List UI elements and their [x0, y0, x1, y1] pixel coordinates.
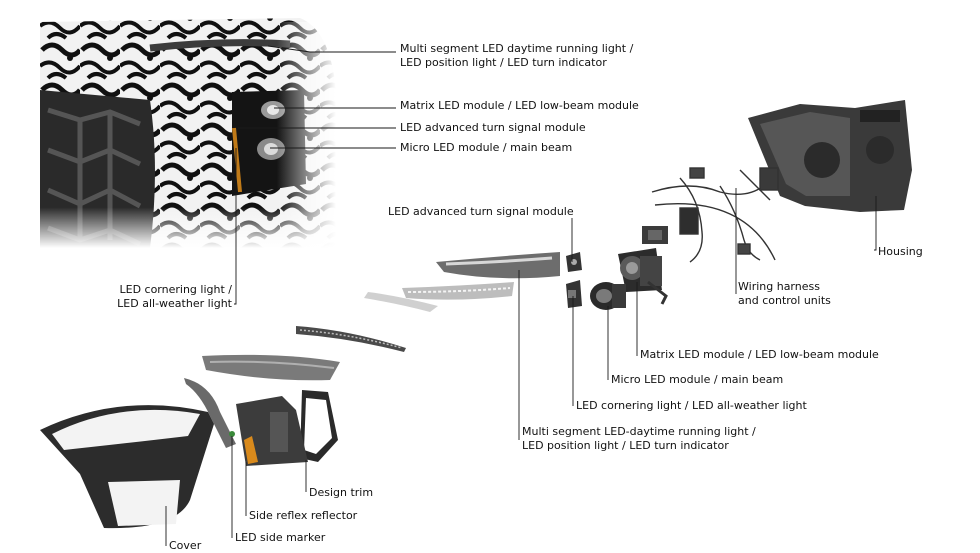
- label-cornering-top: LED cornering light / LED all-weather li…: [100, 283, 232, 311]
- label-turn-signal-top: LED advanced turn signal module: [400, 121, 586, 134]
- label-wiring-line1: Wiring harness: [738, 280, 820, 293]
- label-cornering-line1: LED cornering light /: [119, 283, 232, 296]
- control-unit-part: [642, 226, 668, 244]
- design-trim-part: [300, 390, 338, 462]
- label-matrix-top: Matrix LED module / LED low-beam module: [400, 99, 639, 112]
- label-wiring-line2: and control units: [738, 294, 831, 307]
- cornering-light-part: [566, 280, 582, 308]
- drl-light-guide-light: [364, 292, 438, 312]
- label-drl-top-line2: LED position light / LED turn indicator: [400, 56, 607, 69]
- housing-part: [748, 100, 912, 212]
- advanced-turn-signal-part: [566, 252, 582, 272]
- wiring-harness-part: [651, 167, 779, 263]
- led-strip-part: [296, 326, 406, 352]
- label-housing: Housing: [878, 245, 923, 258]
- label-drl-exploded-line2: LED position light / LED turn indicator: [522, 439, 729, 452]
- reflector-part: [202, 354, 340, 381]
- label-drl-top: Multi segment LED daytime running light …: [400, 42, 633, 70]
- label-drl-top-line1: Multi segment LED daytime running light …: [400, 42, 634, 55]
- label-cornering-exploded: LED cornering light / LED all-weather li…: [576, 399, 807, 412]
- label-cornering-line2: LED all-weather light: [117, 297, 232, 310]
- label-cover: Cover: [169, 539, 202, 552]
- label-side-marker: LED side marker: [235, 531, 326, 544]
- label-side-reflex: Side reflex reflector: [249, 509, 358, 522]
- label-wiring-harness: Wiring harness and control units: [738, 280, 831, 308]
- label-design-trim: Design trim: [309, 486, 374, 499]
- label-drl-exploded-line1: Multi segment LED-daytime running light …: [522, 425, 756, 438]
- label-turn-signal-exploded: LED advanced turn signal module: [388, 205, 574, 218]
- label-matrix-exploded: Matrix LED module / LED low-beam module: [640, 348, 879, 361]
- drl-light-guide-dark: [436, 252, 560, 279]
- label-micro-top: Micro LED module / main beam: [400, 141, 573, 154]
- side-reflex-housing-part: [236, 396, 308, 466]
- leader-lines: [165, 45, 877, 546]
- label-micro-exploded: Micro LED module / main beam: [611, 373, 784, 386]
- inner-bezel-part: [184, 378, 236, 448]
- car-front-photo: [40, 18, 336, 248]
- cover-lens-part: [40, 405, 235, 529]
- drl-light-guide-mid: [402, 282, 514, 300]
- matrix-led-module-part: [618, 248, 668, 305]
- label-drl-exploded: Multi segment LED-daytime running light …: [522, 425, 756, 453]
- micro-led-module-part: [590, 282, 626, 310]
